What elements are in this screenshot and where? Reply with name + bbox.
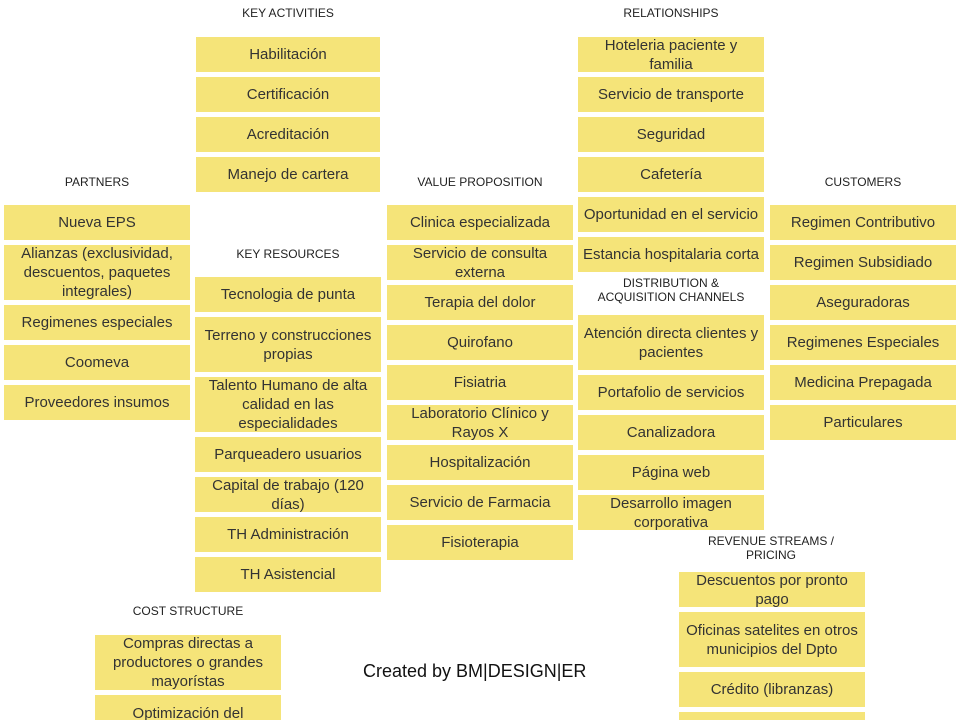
key-activity-card: Manejo de cartera: [196, 157, 380, 192]
value-proposition-card: Fisiatria: [387, 365, 573, 400]
credit-text: Created by BM|DESIGN|ER: [363, 661, 587, 681]
value-proposition-card: Hospitalización: [387, 445, 573, 480]
key-resource-card: Capital de trabajo (120 días): [195, 477, 381, 512]
value-proposition-card: Fisioterapia: [387, 525, 573, 560]
customer-card: Regimenes Especiales: [770, 325, 956, 360]
relationship-card: Servicio de transporte: [578, 77, 764, 112]
partner-card: Regimenes especiales: [4, 305, 190, 340]
header-key-resources: KEY RESOURCES: [236, 247, 340, 261]
relationship-card: Oportunidad en el servicio: [578, 197, 764, 232]
value-proposition-card: Quirofano: [387, 325, 573, 360]
key-activity-card: Certificación: [196, 77, 380, 112]
key-resource-card: Talento Humano de alta calidad en las es…: [195, 377, 381, 432]
value-proposition-card: Clinica especializada: [387, 205, 573, 240]
key-resource-card: TH Asistencial: [195, 557, 381, 592]
key-resource-card: TH Administración: [195, 517, 381, 552]
customer-card: Regimen Contributivo: [770, 205, 956, 240]
key-resource-card: Terreno y construcciones propias: [195, 317, 381, 372]
revenue-card: [679, 712, 865, 720]
header-channels: DISTRIBUTION & ACQUISITION CHANNELS: [578, 276, 764, 304]
customer-card: Aseguradoras: [770, 285, 956, 320]
header-revenue-streams: REVENUE STREAMS / PRICING: [678, 534, 864, 562]
cost-structure-card: Optimización del: [95, 695, 281, 720]
customer-card: Medicina Prepagada: [770, 365, 956, 400]
relationship-card: Estancia hospitalaria corta: [578, 237, 764, 272]
revenue-card: Oficinas satelites en otros municipios d…: [679, 612, 865, 667]
value-proposition-card: Servicio de consulta externa: [387, 245, 573, 280]
header-revenue-line1: REVENUE STREAMS /: [707, 534, 835, 548]
partner-card: Nueva EPS: [4, 205, 190, 240]
header-customers: CUSTOMERS: [824, 175, 902, 189]
header-value-proposition: VALUE PROPOSITION: [417, 175, 543, 189]
relationship-card: Seguridad: [578, 117, 764, 152]
key-activity-card: Habilitación: [196, 37, 380, 72]
key-resource-card: Tecnologia de punta: [195, 277, 381, 312]
channel-card: Desarrollo imagen corporativa: [578, 495, 764, 530]
revenue-card: Descuentos por pronto pago: [679, 572, 865, 607]
key-activity-card: Acreditación: [196, 117, 380, 152]
partner-card: Proveedores insumos: [4, 385, 190, 420]
channel-card: Portafolio de servicios: [578, 375, 764, 410]
header-partners: PARTNERS: [64, 175, 130, 189]
key-resource-card: Parqueadero usuarios: [195, 437, 381, 472]
value-proposition-card: Terapia del dolor: [387, 285, 573, 320]
header-revenue-line2: PRICING: [745, 548, 796, 562]
customer-card: Particulares: [770, 405, 956, 440]
revenue-card: Crédito (libranzas): [679, 672, 865, 707]
partner-card: Alianzas (exclusividad, descuentos, paqu…: [4, 245, 190, 300]
relationship-card: Hoteleria paciente y familia: [578, 37, 764, 72]
customer-card: Regimen Subsidiado: [770, 245, 956, 280]
header-channels-line2: ACQUISITION CHANNELS: [597, 290, 745, 304]
header-channels-line1: DISTRIBUTION &: [622, 276, 719, 290]
channel-card: Atención directa clientes y pacientes: [578, 315, 764, 370]
value-proposition-card: Servicio de Farmacia: [387, 485, 573, 520]
channel-card: Página web: [578, 455, 764, 490]
header-relationships: RELATIONSHIPS: [623, 6, 719, 20]
cost-structure-card: Compras directas a productores o grandes…: [95, 635, 281, 690]
partner-card: Coomeva: [4, 345, 190, 380]
header-cost-structure: COST STRUCTURE: [132, 604, 244, 618]
channel-card: Canalizadora: [578, 415, 764, 450]
relationship-card: Cafetería: [578, 157, 764, 192]
header-key-activities: KEY ACTIVITIES: [242, 6, 334, 20]
value-proposition-card: Laboratorio Clínico y Rayos X: [387, 405, 573, 440]
